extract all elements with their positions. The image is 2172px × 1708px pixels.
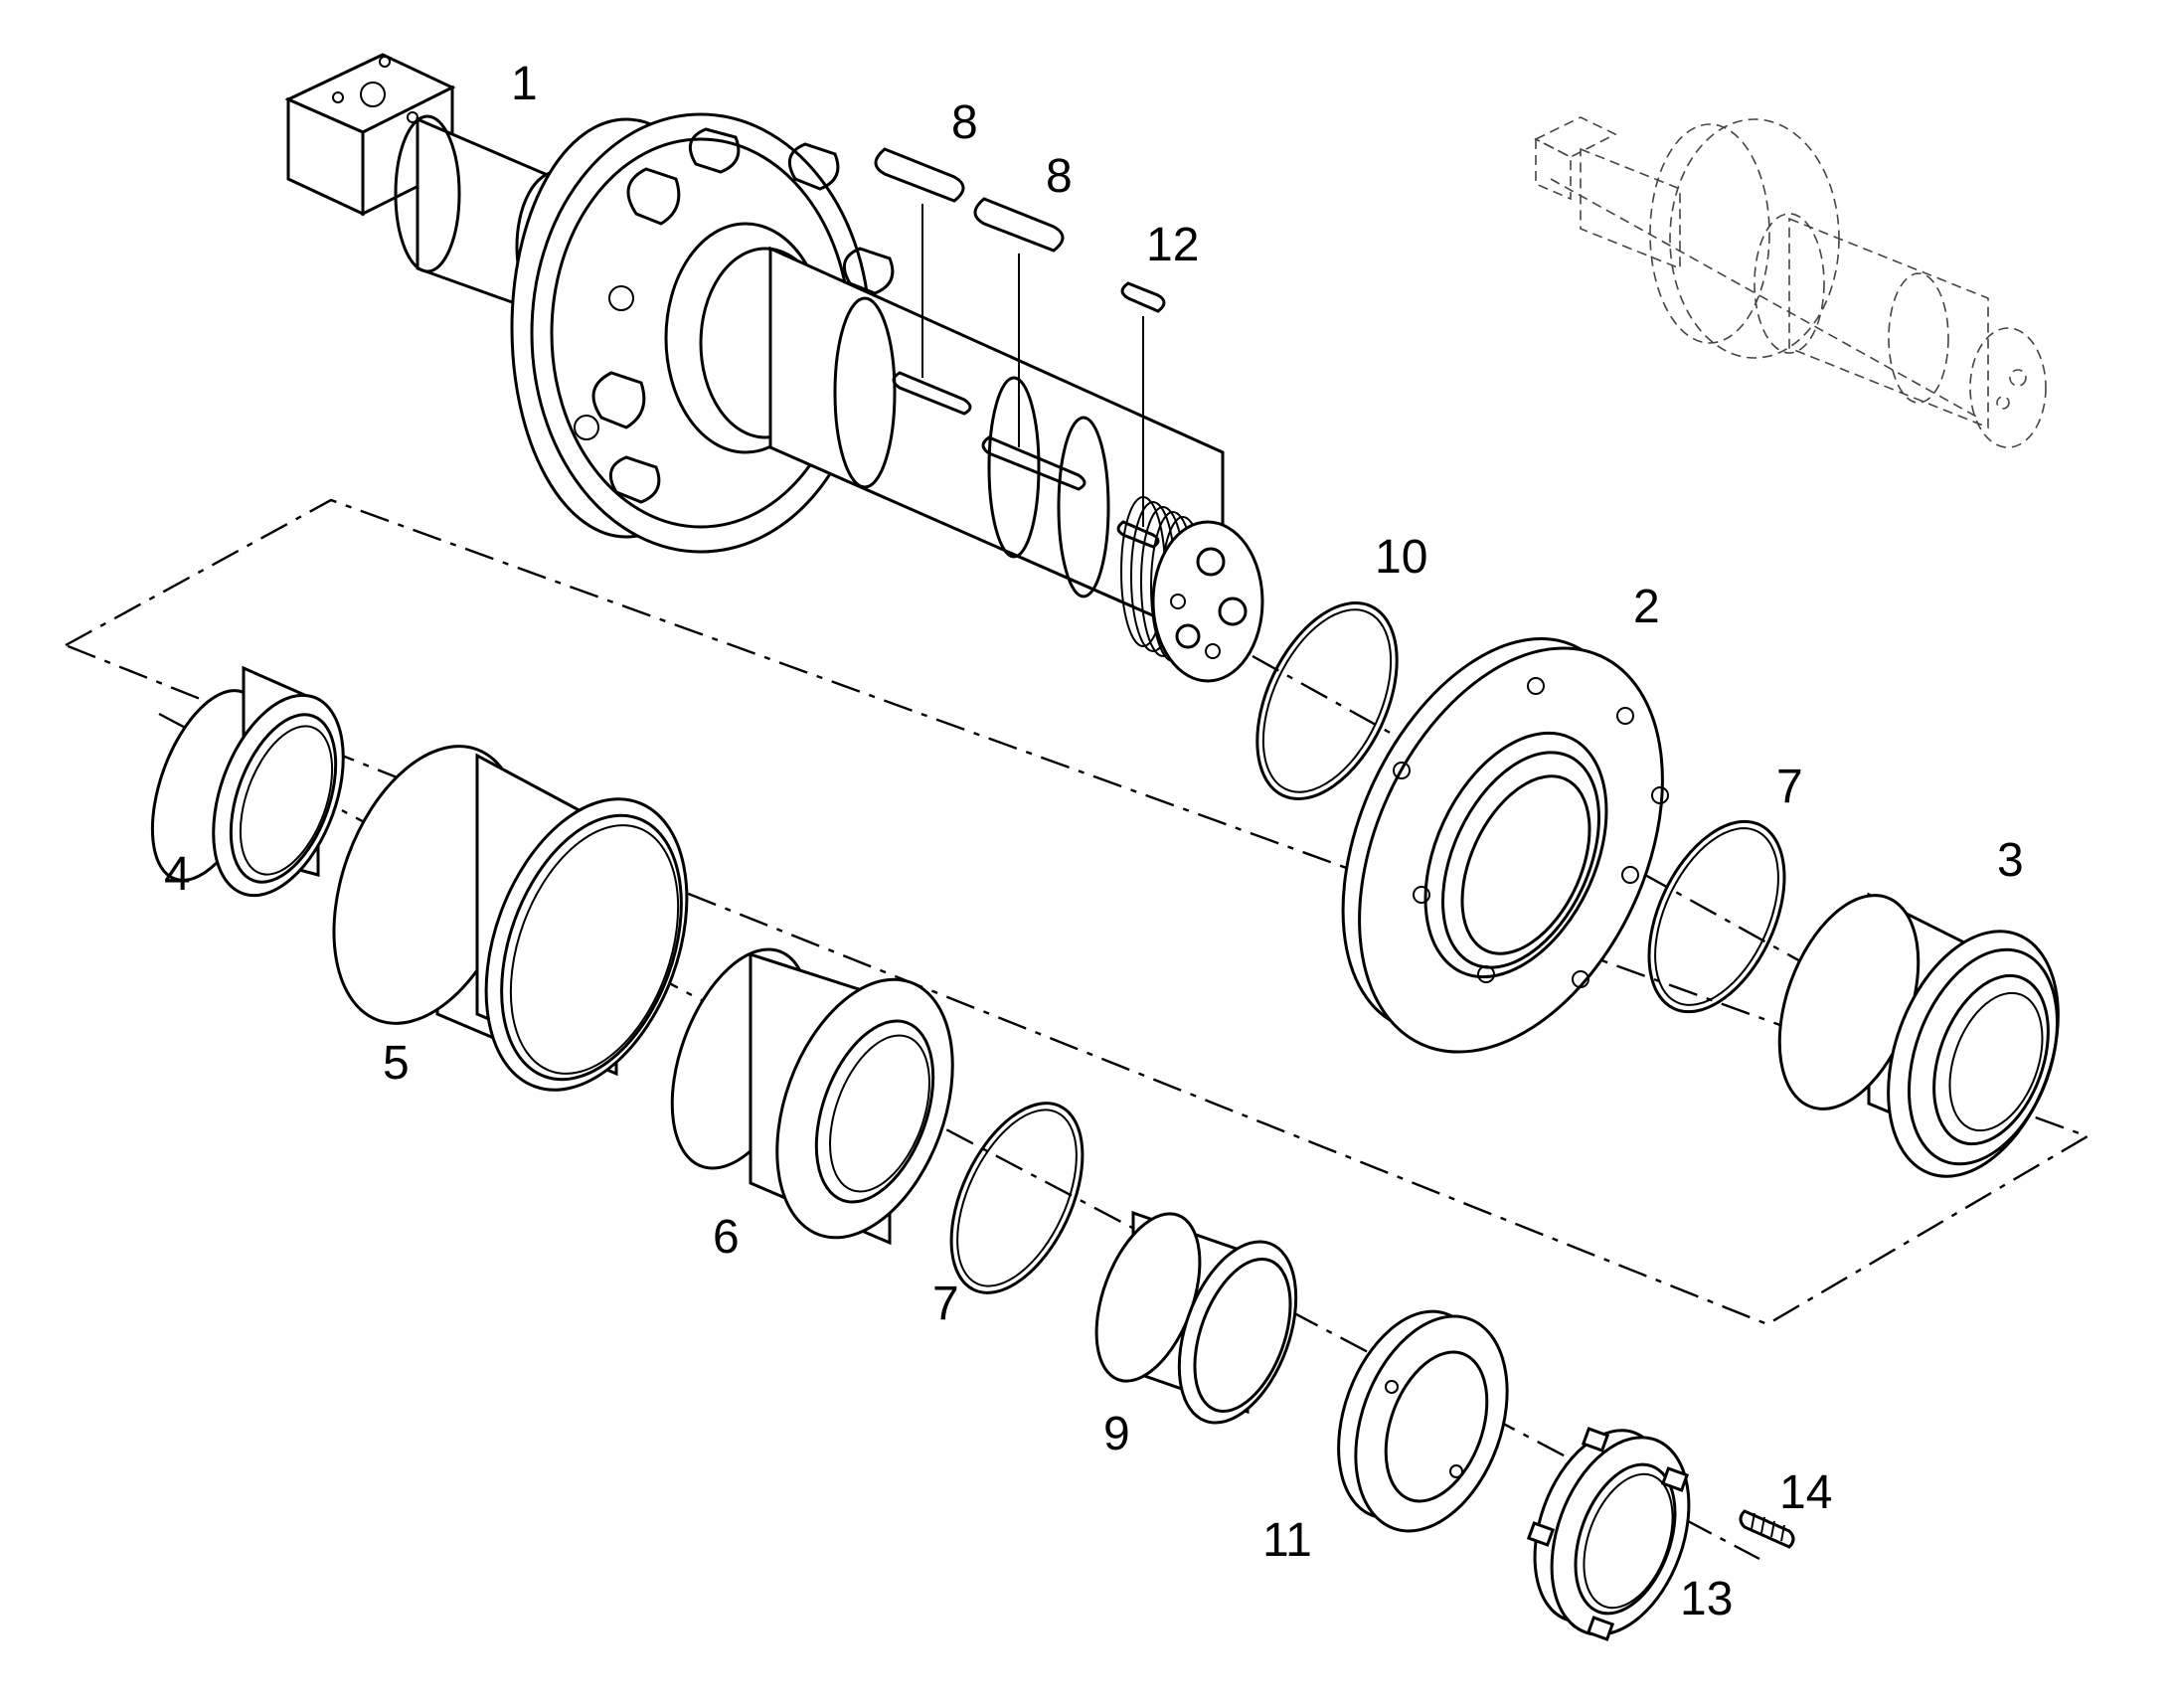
sleeve-part-5: [332, 745, 689, 1092]
callout-6: 6: [713, 1211, 740, 1264]
callout-2: 2: [1633, 581, 1660, 633]
bearing-part-3: [1777, 892, 2060, 1178]
callout-12: 12: [1146, 219, 1199, 271]
callout-10: 10: [1375, 531, 1427, 584]
callout-8b: 8: [1046, 150, 1073, 203]
o-ring-10: [1255, 601, 1399, 800]
callout-8a: 8: [951, 96, 978, 149]
key-12: [1120, 281, 1166, 527]
callout-7-lower: 7: [932, 1278, 959, 1330]
key-8a: [874, 147, 965, 378]
locknut-13: [1526, 1427, 1691, 1641]
shaft-part: [284, 53, 1264, 683]
o-ring-7-upper: [1647, 819, 1786, 1014]
set-screw-14: [1739, 1509, 1795, 1549]
assembled-view-thumbnail: [1534, 116, 2047, 448]
bearing-ring-4: [150, 665, 345, 898]
callout-9: 9: [1103, 1408, 1130, 1460]
spacer-ring-11: [1337, 1309, 1509, 1533]
callout-14: 14: [1779, 1466, 1832, 1519]
key-8b: [973, 197, 1065, 447]
callout-13: 13: [1680, 1573, 1733, 1625]
callout-7-upper: 7: [1776, 761, 1803, 813]
callout-3: 3: [1997, 834, 2024, 887]
callout-11: 11: [1262, 1514, 1312, 1567]
callout-5: 5: [383, 1037, 410, 1090]
sleeve-part-9: [1094, 1210, 1298, 1425]
bearing-part-6: [670, 947, 954, 1246]
flange-part-2: [1341, 636, 1669, 1054]
callout-1: 1: [511, 58, 538, 110]
o-ring-7-lower: [949, 1102, 1085, 1294]
callout-4: 4: [164, 848, 191, 901]
